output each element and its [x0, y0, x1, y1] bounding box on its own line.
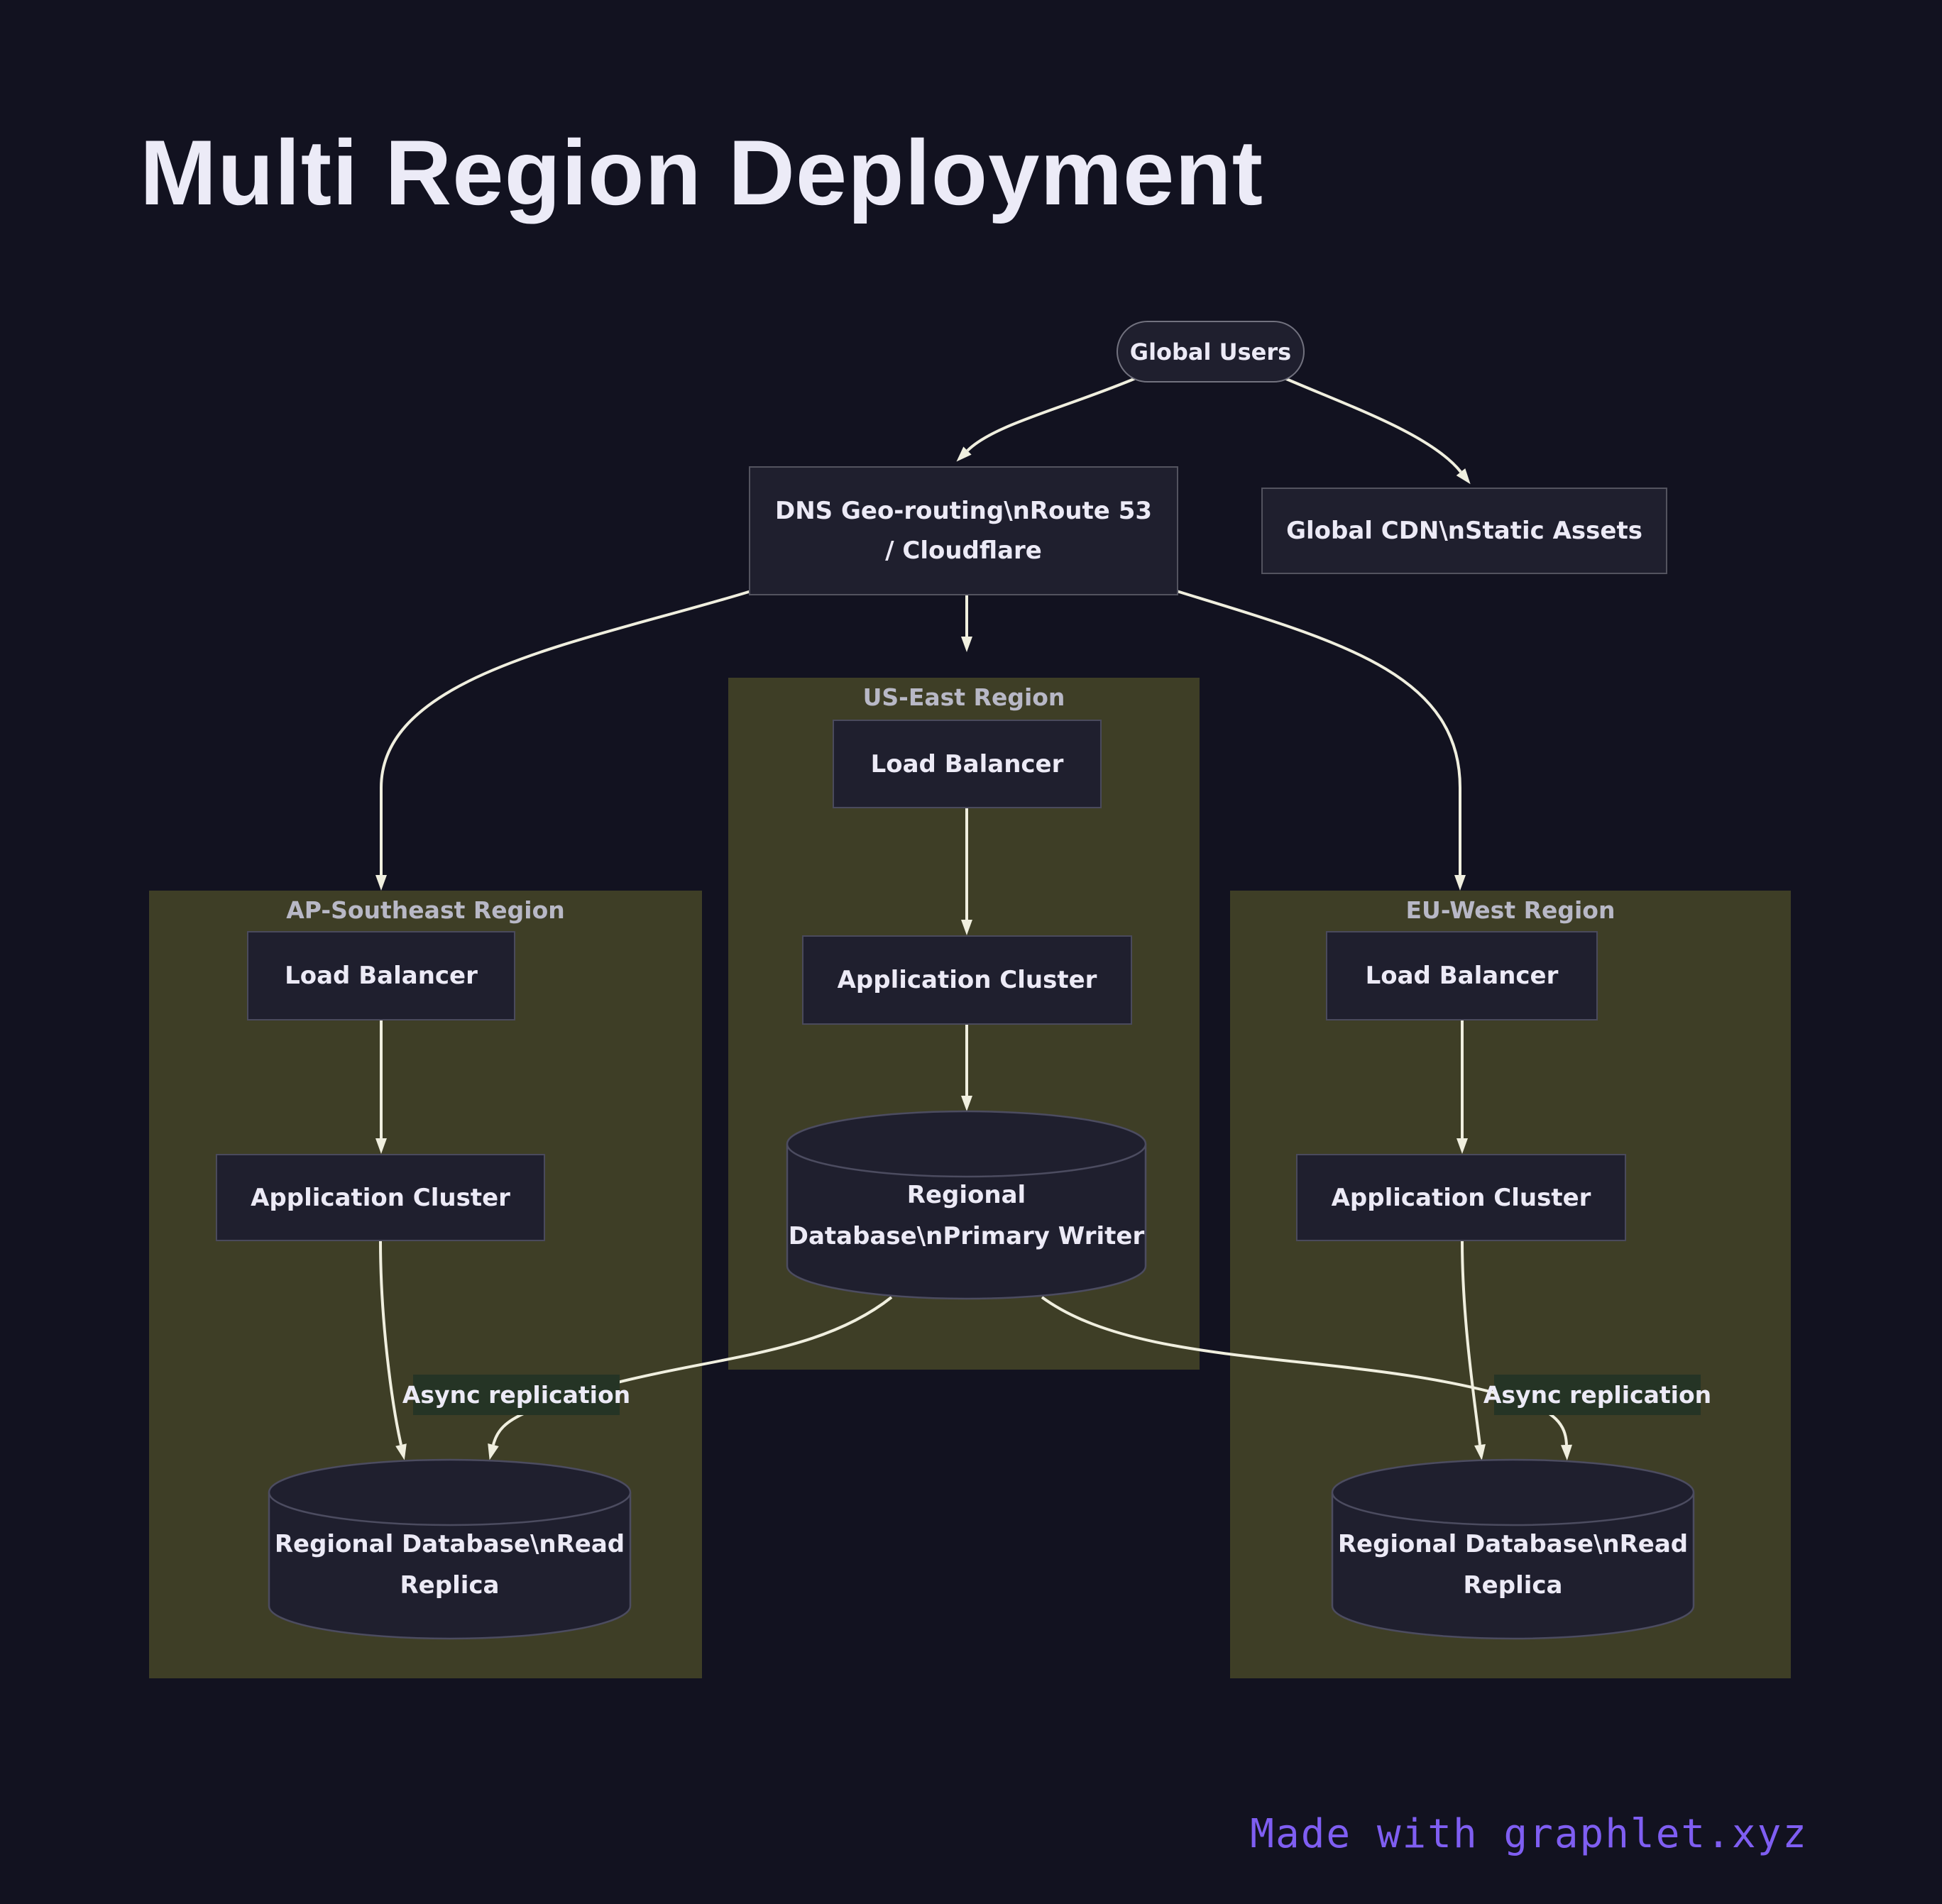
- node-useast-regional-database: Regional Database\nPrimary Writer: [787, 1174, 1146, 1257]
- node-apsoutheast-load-balancer-label: Load Balancer: [285, 962, 478, 990]
- node-euwest-load-balancer: Load Balancer: [1326, 931, 1598, 1020]
- edge-apapp-to-apdb: [379, 1240, 407, 1460]
- edge-euapp-to-eudb: [1461, 1240, 1486, 1460]
- edge-dns-to-apsoutheast: [375, 590, 752, 891]
- node-euwest-regional-database-line2: Replica: [1463, 1571, 1563, 1600]
- node-useast-regional-database-line1: Regional: [906, 1181, 1026, 1209]
- node-apsoutheast-regional-database-line2: Replica: [400, 1571, 500, 1600]
- node-global-cdn: Global CDN\nStatic Assets: [1261, 488, 1667, 574]
- edge-dns-to-euwest: [1176, 590, 1466, 891]
- edge-label-async-replication-left-text: Async replication: [402, 1381, 631, 1409]
- node-euwest-application-cluster: Application Cluster: [1296, 1154, 1626, 1241]
- node-useast-load-balancer-label: Load Balancer: [870, 749, 1064, 778]
- edge-label-async-replication-right: Async replication: [1483, 1375, 1711, 1415]
- node-dns-line2: / Cloudflare: [885, 536, 1042, 565]
- node-euwest-load-balancer-label: Load Balancer: [1365, 962, 1559, 990]
- node-global-users: Global Users: [1117, 321, 1305, 383]
- edge-users-to-cdn: [1284, 377, 1471, 485]
- node-apsoutheast-regional-database-line1: Regional Database\nRead: [274, 1530, 625, 1558]
- node-euwest-regional-database-line1: Regional Database\nRead: [1337, 1530, 1689, 1558]
- region-eu-west-title: EU-West Region: [1405, 896, 1615, 924]
- node-useast-application-cluster: Application Cluster: [802, 935, 1132, 1025]
- edge-users-to-dns: [956, 377, 1136, 462]
- node-useast-load-balancer: Load Balancer: [833, 720, 1102, 808]
- page-title: Multi Region Deployment: [140, 121, 1263, 224]
- node-global-users-label: Global Users: [1129, 338, 1292, 365]
- node-dns-geo-routing: DNS Geo-routing\nRoute 53 / Cloudflare: [749, 466, 1178, 595]
- node-useast-regional-database-line2: Database\nPrimary Writer: [788, 1222, 1145, 1250]
- edge-async-replication-left: [488, 1296, 893, 1460]
- node-apsoutheast-application-cluster-label: Application Cluster: [251, 1183, 510, 1212]
- region-ap-southeast-title: AP-Southeast Region: [286, 896, 565, 924]
- node-global-cdn-label: Global CDN\nStatic Assets: [1286, 516, 1642, 545]
- node-apsoutheast-regional-database: Regional Database\nRead Replica: [269, 1524, 630, 1606]
- node-apsoutheast-application-cluster: Application Cluster: [216, 1154, 545, 1241]
- region-us-east-title: US-East Region: [862, 683, 1065, 711]
- edge-async-replication-right: [1041, 1296, 1572, 1460]
- edge-label-async-replication-left: Async replication: [402, 1375, 630, 1415]
- node-apsoutheast-load-balancer: Load Balancer: [247, 931, 515, 1020]
- node-dns-line1: DNS Geo-routing\nRoute 53: [774, 496, 1153, 525]
- node-euwest-application-cluster-label: Application Cluster: [1331, 1183, 1591, 1212]
- watermark-link[interactable]: Made with graphlet.xyz: [1250, 1811, 1808, 1857]
- database-apsoutheast-replica-shape: [268, 1458, 632, 1640]
- database-euwest-replica-shape: [1331, 1458, 1695, 1640]
- database-useast-primary-shape: [786, 1110, 1147, 1300]
- node-euwest-regional-database: Regional Database\nRead Replica: [1332, 1524, 1694, 1606]
- node-useast-application-cluster-label: Application Cluster: [837, 966, 1097, 994]
- edge-label-async-replication-right-text: Async replication: [1483, 1381, 1712, 1409]
